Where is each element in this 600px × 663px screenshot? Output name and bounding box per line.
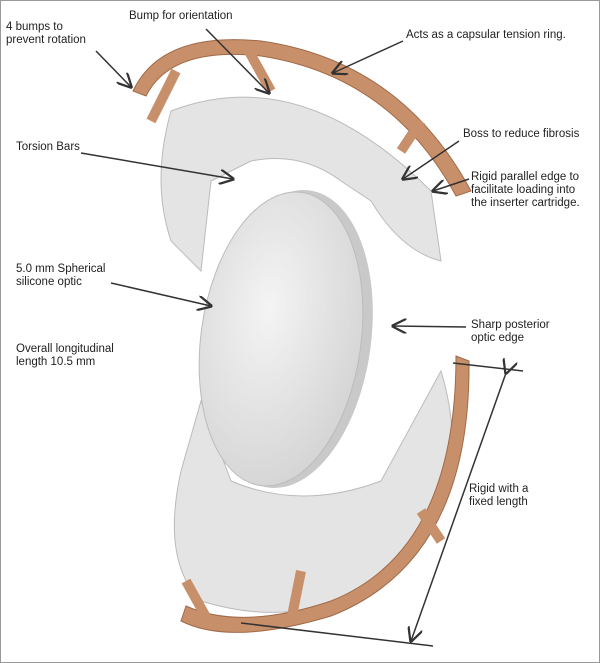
- label-tension-ring: Acts as a capsular tension ring.: [406, 29, 566, 41]
- label-line: the inserter cartridge.: [471, 197, 580, 209]
- label-line: Rigid with a: [469, 483, 529, 495]
- label-line: fixed length: [469, 496, 528, 508]
- upper-haptic-ring: [132, 39, 472, 197]
- label-line: prevent rotation: [6, 34, 86, 46]
- label-torsion-bars: Torsion Bars: [16, 141, 80, 153]
- leader-arrows: [80, 28, 470, 327]
- upper-haptic-body: [160, 96, 442, 273]
- label-line: length 10.5 mm: [16, 356, 96, 368]
- label-line: 4 bumps to: [6, 21, 63, 33]
- label-boss: Boss to reduce fibrosis: [463, 128, 580, 140]
- label-bump-orientation: Bump for orientation: [129, 10, 233, 22]
- label-line: 5.0 mm Spherical: [16, 263, 106, 275]
- dimension-lines: [240, 363, 524, 647]
- label-line: facilitate loading into: [471, 184, 576, 196]
- label-line: Rigid parallel edge to: [471, 171, 580, 183]
- label-line: optic edge: [471, 332, 525, 344]
- label-line: silicone optic: [16, 276, 82, 288]
- label-line: Sharp posterior: [471, 319, 550, 331]
- label-line: Overall longitudinal: [16, 343, 114, 355]
